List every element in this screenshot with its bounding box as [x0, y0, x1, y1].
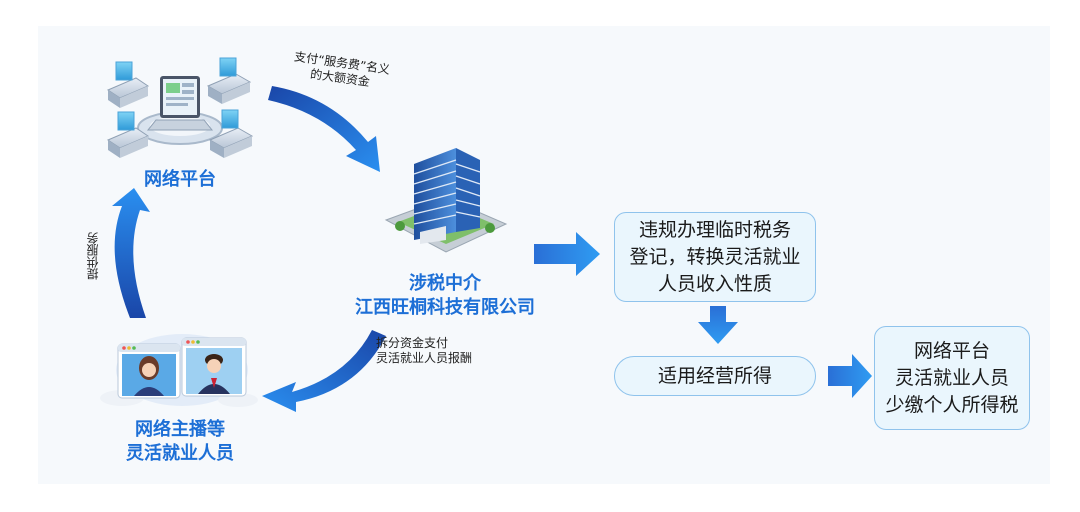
edge-label-split-funds: 拆分资金支付 灵活就业人员报酬 — [376, 336, 473, 365]
arrow-platform-to-agency — [268, 86, 380, 172]
arrow-box1-to-box2 — [698, 306, 738, 344]
box-illegal-registration: 违规办理临时税务 登记，转换灵活就业 人员收入性质 — [614, 212, 816, 302]
box-result: 网络平台 灵活就业人员 少缴个人所得税 — [874, 326, 1030, 430]
streamers-illustration — [100, 334, 258, 407]
edge-label-provide-service: 提供服务 — [86, 232, 100, 280]
office-building-illustration — [384, 148, 508, 253]
streamers-line2: 灵活就业人员 — [126, 443, 234, 464]
node-tax-agency: 涉税中介 江西旺桐科技有限公司 — [330, 272, 560, 320]
arrow-agency-to-streamers — [262, 330, 386, 412]
box-apply-business-income: 适用经营所得 — [614, 356, 816, 396]
agency-company: 江西旺桐科技有限公司 — [355, 297, 535, 318]
streamers-line1: 网络主播等 — [135, 419, 225, 440]
node-streamers: 网络主播等 灵活就业人员 — [110, 418, 250, 466]
network-platform-illustration — [106, 57, 254, 158]
arrow-agency-to-box1 — [534, 232, 600, 276]
agency-type: 涉税中介 — [409, 273, 481, 294]
arrow-box2-to-box3 — [828, 354, 872, 398]
arrow-streamers-to-platform — [112, 188, 150, 318]
node-network-platform: 网络平台 — [144, 169, 216, 190]
